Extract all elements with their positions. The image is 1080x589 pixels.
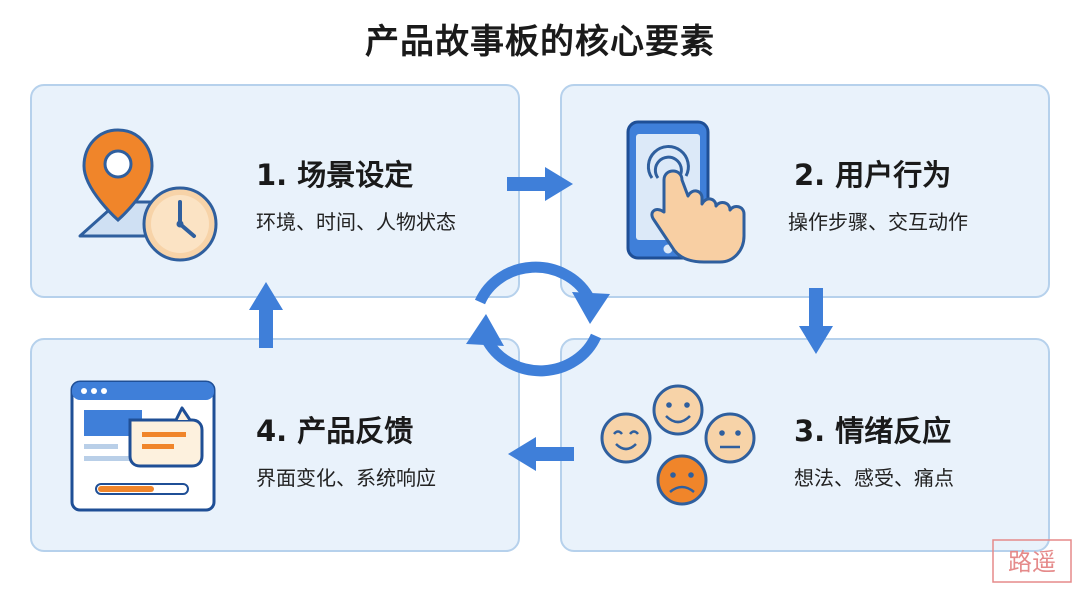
location-clock-icon [78,128,218,262]
card-title: 2. 用户行为 [794,158,952,192]
svg-text:路遥: 路遥 [1008,548,1056,576]
emoji-faces-icon [600,384,756,506]
card-product-feedback: 4. 产品反馈 界面变化、系统响应 [30,338,520,552]
card-title: 1. 场景设定 [256,158,414,192]
cycle-arrows-icon [466,261,610,377]
card-title: 4. 产品反馈 [256,414,414,448]
card-emotional-response: 3. 情绪反应 想法、感受、痛点 [560,338,1050,552]
card-description: 操作步骤、交互动作 [788,210,968,234]
card-description: 想法、感受、痛点 [794,466,954,490]
card-title: 3. 情绪反应 [794,414,952,448]
card-description: 环境、时间、人物状态 [256,210,456,234]
arrow-right-icon [507,167,573,201]
arrow-up-icon [249,282,283,348]
browser-window-icon [70,380,216,512]
page-title: 产品故事板的核心要素 [365,22,715,62]
card-user-behavior: 2. 用户行为 操作步骤、交互动作 [560,84,1050,298]
arrow-left-icon [508,437,574,471]
phone-tap-icon [626,120,746,264]
card-scene-setting: 1. 场景设定 环境、时间、人物状态 [30,84,520,298]
watermark-logo: 路遥 [992,539,1072,583]
arrow-down-icon [799,288,833,354]
card-description: 界面变化、系统响应 [256,466,436,490]
